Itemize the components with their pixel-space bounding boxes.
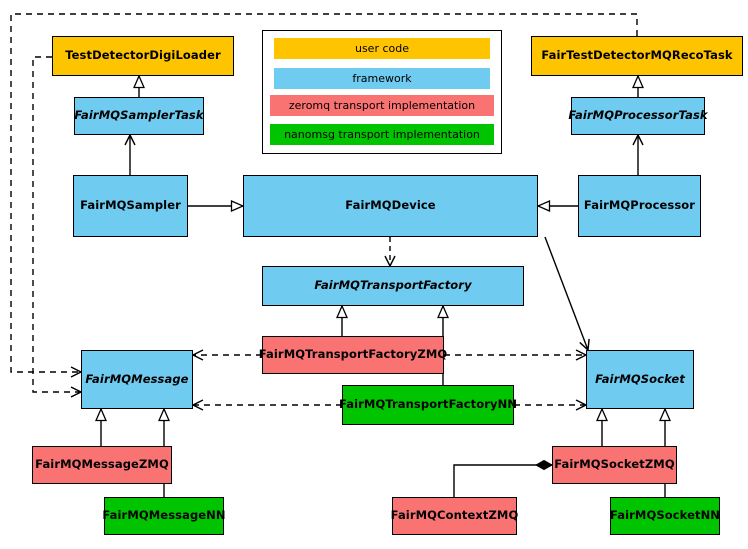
class-node-fairmqprocessortask[interactable]: FairMQProcessorTask [568, 97, 708, 135]
legend-item-zeromq: zeromq transport implementation [270, 95, 494, 116]
class-node-fairmqprocessor[interactable]: FairMQProcessor [578, 175, 701, 237]
edge-device-to-socket [544, 236, 588, 350]
legend-label-nanomsg: nanomsg transport implementation [284, 128, 480, 141]
class-label: FairMQSamplerTask [74, 108, 204, 123]
class-node-fairmqmessagenn[interactable]: FairMQMessageNN [102, 497, 226, 535]
edge-contextzmq-to-socketzmq [453, 465, 552, 497]
class-node-fairtestdetectormqrecotask[interactable]: FairTestDetectorMQRecoTask [531, 36, 743, 76]
legend-label-zeromq: zeromq transport implementation [288, 99, 476, 112]
class-node-fairmqdevice[interactable]: FairMQDevice [243, 175, 538, 237]
legend-item-user-code: user code [274, 38, 490, 59]
class-node-fairmqmessage[interactable]: FairMQMessage [81, 350, 193, 409]
legend-label-framework: framework [352, 72, 412, 85]
class-node-testdetectordigiloader[interactable]: TestDetectorDigiLoader [52, 36, 234, 76]
class-label: FairTestDetectorMQRecoTask [541, 48, 733, 63]
legend-label-user-code: user code [354, 42, 410, 55]
class-label: FairMQMessage [85, 371, 189, 386]
class-label: FairMQTransportFactory [314, 278, 472, 293]
class-node-fairmqcontextzmq[interactable]: FairMQContextZMQ [390, 497, 519, 535]
class-node-fairmqsocketzmq[interactable]: FairMQSocketZMQ [552, 446, 677, 484]
class-label: FairMQMessageNN [102, 508, 226, 523]
class-label: FairMQContextZMQ [390, 508, 519, 523]
class-node-fairmqtransportfactoryzmq[interactable]: FairMQTransportFactoryZMQ [259, 336, 447, 374]
class-label: FairMQTransportFactoryNN [338, 397, 518, 412]
class-node-fairmqtransportfactorynn[interactable]: FairMQTransportFactoryNN [338, 385, 518, 425]
class-node-fairmqsamplertask[interactable]: FairMQSamplerTask [74, 97, 204, 135]
legend-item-nanomsg: nanomsg transport implementation [270, 124, 494, 145]
class-label: FairMQSampler [80, 198, 181, 213]
class-label: FairMQDevice [345, 198, 436, 213]
class-label: FairMQProcessor [583, 198, 696, 213]
class-label: TestDetectorDigiLoader [65, 48, 221, 63]
class-node-fairmqsocket[interactable]: FairMQSocket [586, 350, 694, 409]
class-label: FairMQTransportFactoryZMQ [258, 347, 448, 362]
class-node-fairmqmessagezmq[interactable]: FairMQMessageZMQ [32, 446, 172, 484]
legend-item-framework: framework [274, 68, 490, 89]
class-node-fairmqtransportfactory[interactable]: FairMQTransportFactory [262, 266, 524, 306]
class-label: FairMQSocket [595, 371, 685, 386]
class-label: FairMQMessageZMQ [35, 457, 169, 472]
class-label: FairMQProcessorTask [568, 108, 708, 123]
class-node-fairmqsocketnn[interactable]: FairMQSocketNN [610, 497, 720, 535]
class-label: FairMQSocketZMQ [554, 457, 675, 472]
class-node-fairmqsampler[interactable]: FairMQSampler [73, 175, 188, 237]
class-label: FairMQSocketNN [609, 508, 721, 523]
